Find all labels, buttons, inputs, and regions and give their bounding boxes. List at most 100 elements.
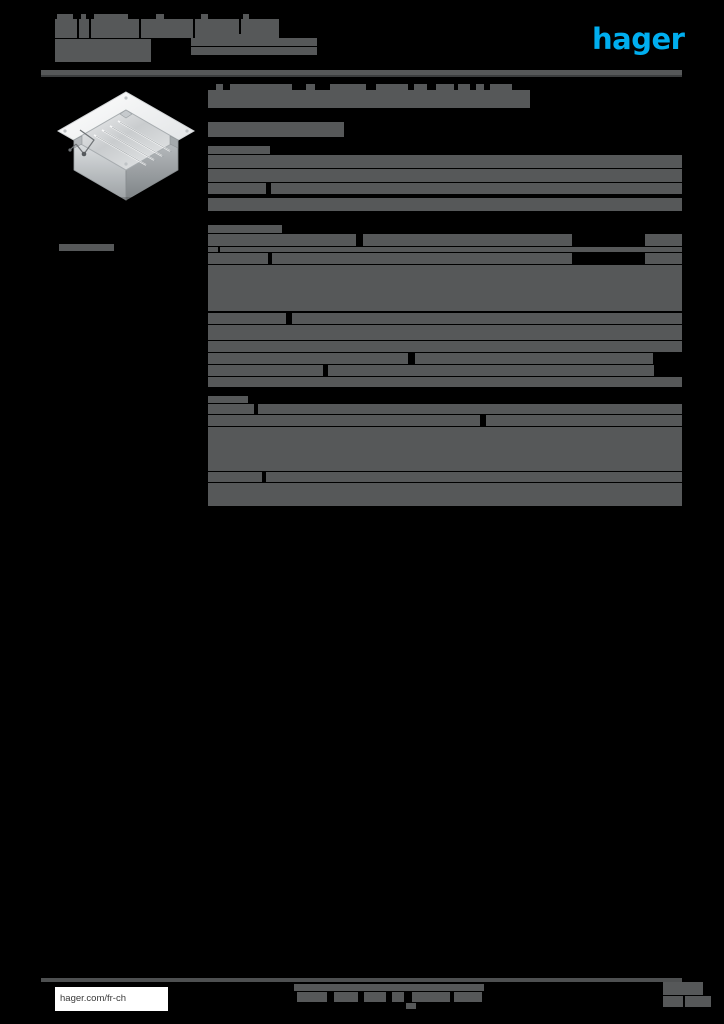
hager-logo: hager bbox=[592, 22, 685, 56]
footer-text-bar bbox=[412, 992, 450, 1002]
footer-text-bar bbox=[454, 992, 482, 1002]
table-row bbox=[208, 353, 682, 364]
title-segment bbox=[241, 19, 279, 38]
title-segment bbox=[79, 19, 89, 38]
title-segment-cap bbox=[81, 14, 86, 20]
table-row bbox=[208, 155, 682, 168]
document-subtitle bbox=[191, 34, 317, 55]
row-label bbox=[208, 313, 286, 324]
product-image-caption bbox=[59, 241, 114, 254]
page-footer: hager.com/fr-ch bbox=[41, 978, 711, 1014]
table-row bbox=[208, 265, 682, 311]
row-label bbox=[208, 341, 682, 352]
title-segment-cap bbox=[156, 14, 164, 20]
page-number-bar bbox=[663, 996, 683, 1007]
row-label bbox=[208, 353, 408, 364]
row-label bbox=[208, 234, 356, 246]
row-label bbox=[208, 155, 682, 168]
row-value-right bbox=[645, 234, 682, 246]
footer-text-bar bbox=[364, 992, 386, 1002]
row-label bbox=[208, 427, 682, 471]
heading-cap bbox=[476, 84, 484, 90]
table-row bbox=[208, 404, 682, 414]
footer-text-bar bbox=[334, 992, 358, 1002]
table-row bbox=[208, 247, 682, 252]
subtitle-bar-2 bbox=[191, 47, 317, 55]
row-label bbox=[208, 404, 254, 414]
row-label bbox=[208, 247, 218, 252]
title-segment bbox=[141, 19, 193, 38]
section-heading bbox=[208, 84, 682, 108]
title-segment bbox=[91, 19, 139, 38]
row-value bbox=[272, 253, 572, 264]
heading-cap bbox=[376, 84, 408, 90]
document-title-line2 bbox=[55, 39, 151, 62]
table-row bbox=[208, 225, 682, 233]
footer-text-bar bbox=[297, 992, 327, 1002]
heading-cap bbox=[330, 84, 366, 90]
row-label bbox=[208, 183, 266, 194]
row-label bbox=[208, 198, 682, 211]
table-primary bbox=[208, 146, 682, 211]
floor-box-illustration bbox=[56, 91, 196, 207]
table-row bbox=[208, 183, 682, 194]
footer-center-text bbox=[294, 984, 484, 1010]
row-label bbox=[208, 377, 682, 387]
product-image bbox=[50, 84, 202, 224]
row-value bbox=[271, 183, 682, 194]
heading-cap bbox=[490, 84, 512, 90]
heading-cap bbox=[414, 84, 427, 90]
page-number-bar bbox=[685, 996, 711, 1007]
table-row bbox=[208, 325, 682, 340]
table-row bbox=[208, 253, 682, 264]
row-value bbox=[328, 365, 654, 376]
table-row bbox=[208, 396, 682, 403]
subtitle-cap bbox=[239, 34, 244, 39]
caption-bar bbox=[59, 244, 114, 251]
header-divider-thin bbox=[41, 75, 682, 77]
content-column bbox=[208, 84, 682, 506]
row-label bbox=[208, 169, 682, 182]
row-label bbox=[208, 225, 282, 233]
row-value bbox=[486, 415, 682, 426]
table-row bbox=[208, 234, 682, 246]
row-value bbox=[363, 234, 572, 246]
page-number-bar bbox=[663, 982, 703, 995]
table-row bbox=[208, 472, 682, 482]
row-value bbox=[415, 353, 653, 364]
row-value bbox=[266, 472, 682, 482]
row-label bbox=[208, 396, 248, 403]
sub-heading-bar bbox=[208, 122, 344, 137]
row-label bbox=[208, 325, 682, 340]
document-title-line1 bbox=[55, 14, 279, 38]
footer-text-bar bbox=[406, 1003, 416, 1009]
footer-text-bar bbox=[294, 984, 484, 991]
table-row bbox=[208, 427, 682, 471]
table-row bbox=[208, 169, 682, 182]
footer-url[interactable]: hager.com/fr-ch bbox=[55, 987, 168, 1011]
title-segment-cap bbox=[201, 14, 208, 20]
title-segment bbox=[195, 19, 239, 38]
heading-cap bbox=[436, 84, 454, 90]
row-label bbox=[208, 365, 323, 376]
table-row bbox=[208, 377, 682, 387]
table-row bbox=[208, 146, 682, 154]
table-row bbox=[208, 365, 682, 376]
row-label bbox=[208, 415, 480, 426]
row-value bbox=[258, 404, 682, 414]
title-segment-cap bbox=[243, 14, 249, 20]
footer-text-bar bbox=[392, 992, 404, 1002]
subtitle-bar bbox=[191, 38, 317, 46]
table-specs bbox=[208, 225, 682, 387]
row-label bbox=[208, 253, 268, 264]
title-segment-cap bbox=[57, 14, 73, 20]
row-value-right bbox=[645, 253, 682, 264]
table-row bbox=[208, 341, 682, 352]
heading-cap bbox=[216, 84, 223, 90]
footer-divider bbox=[41, 978, 682, 982]
row-value bbox=[292, 313, 682, 324]
table-row bbox=[208, 313, 682, 324]
title-segment bbox=[55, 19, 77, 38]
title-segment-cap bbox=[94, 14, 128, 20]
